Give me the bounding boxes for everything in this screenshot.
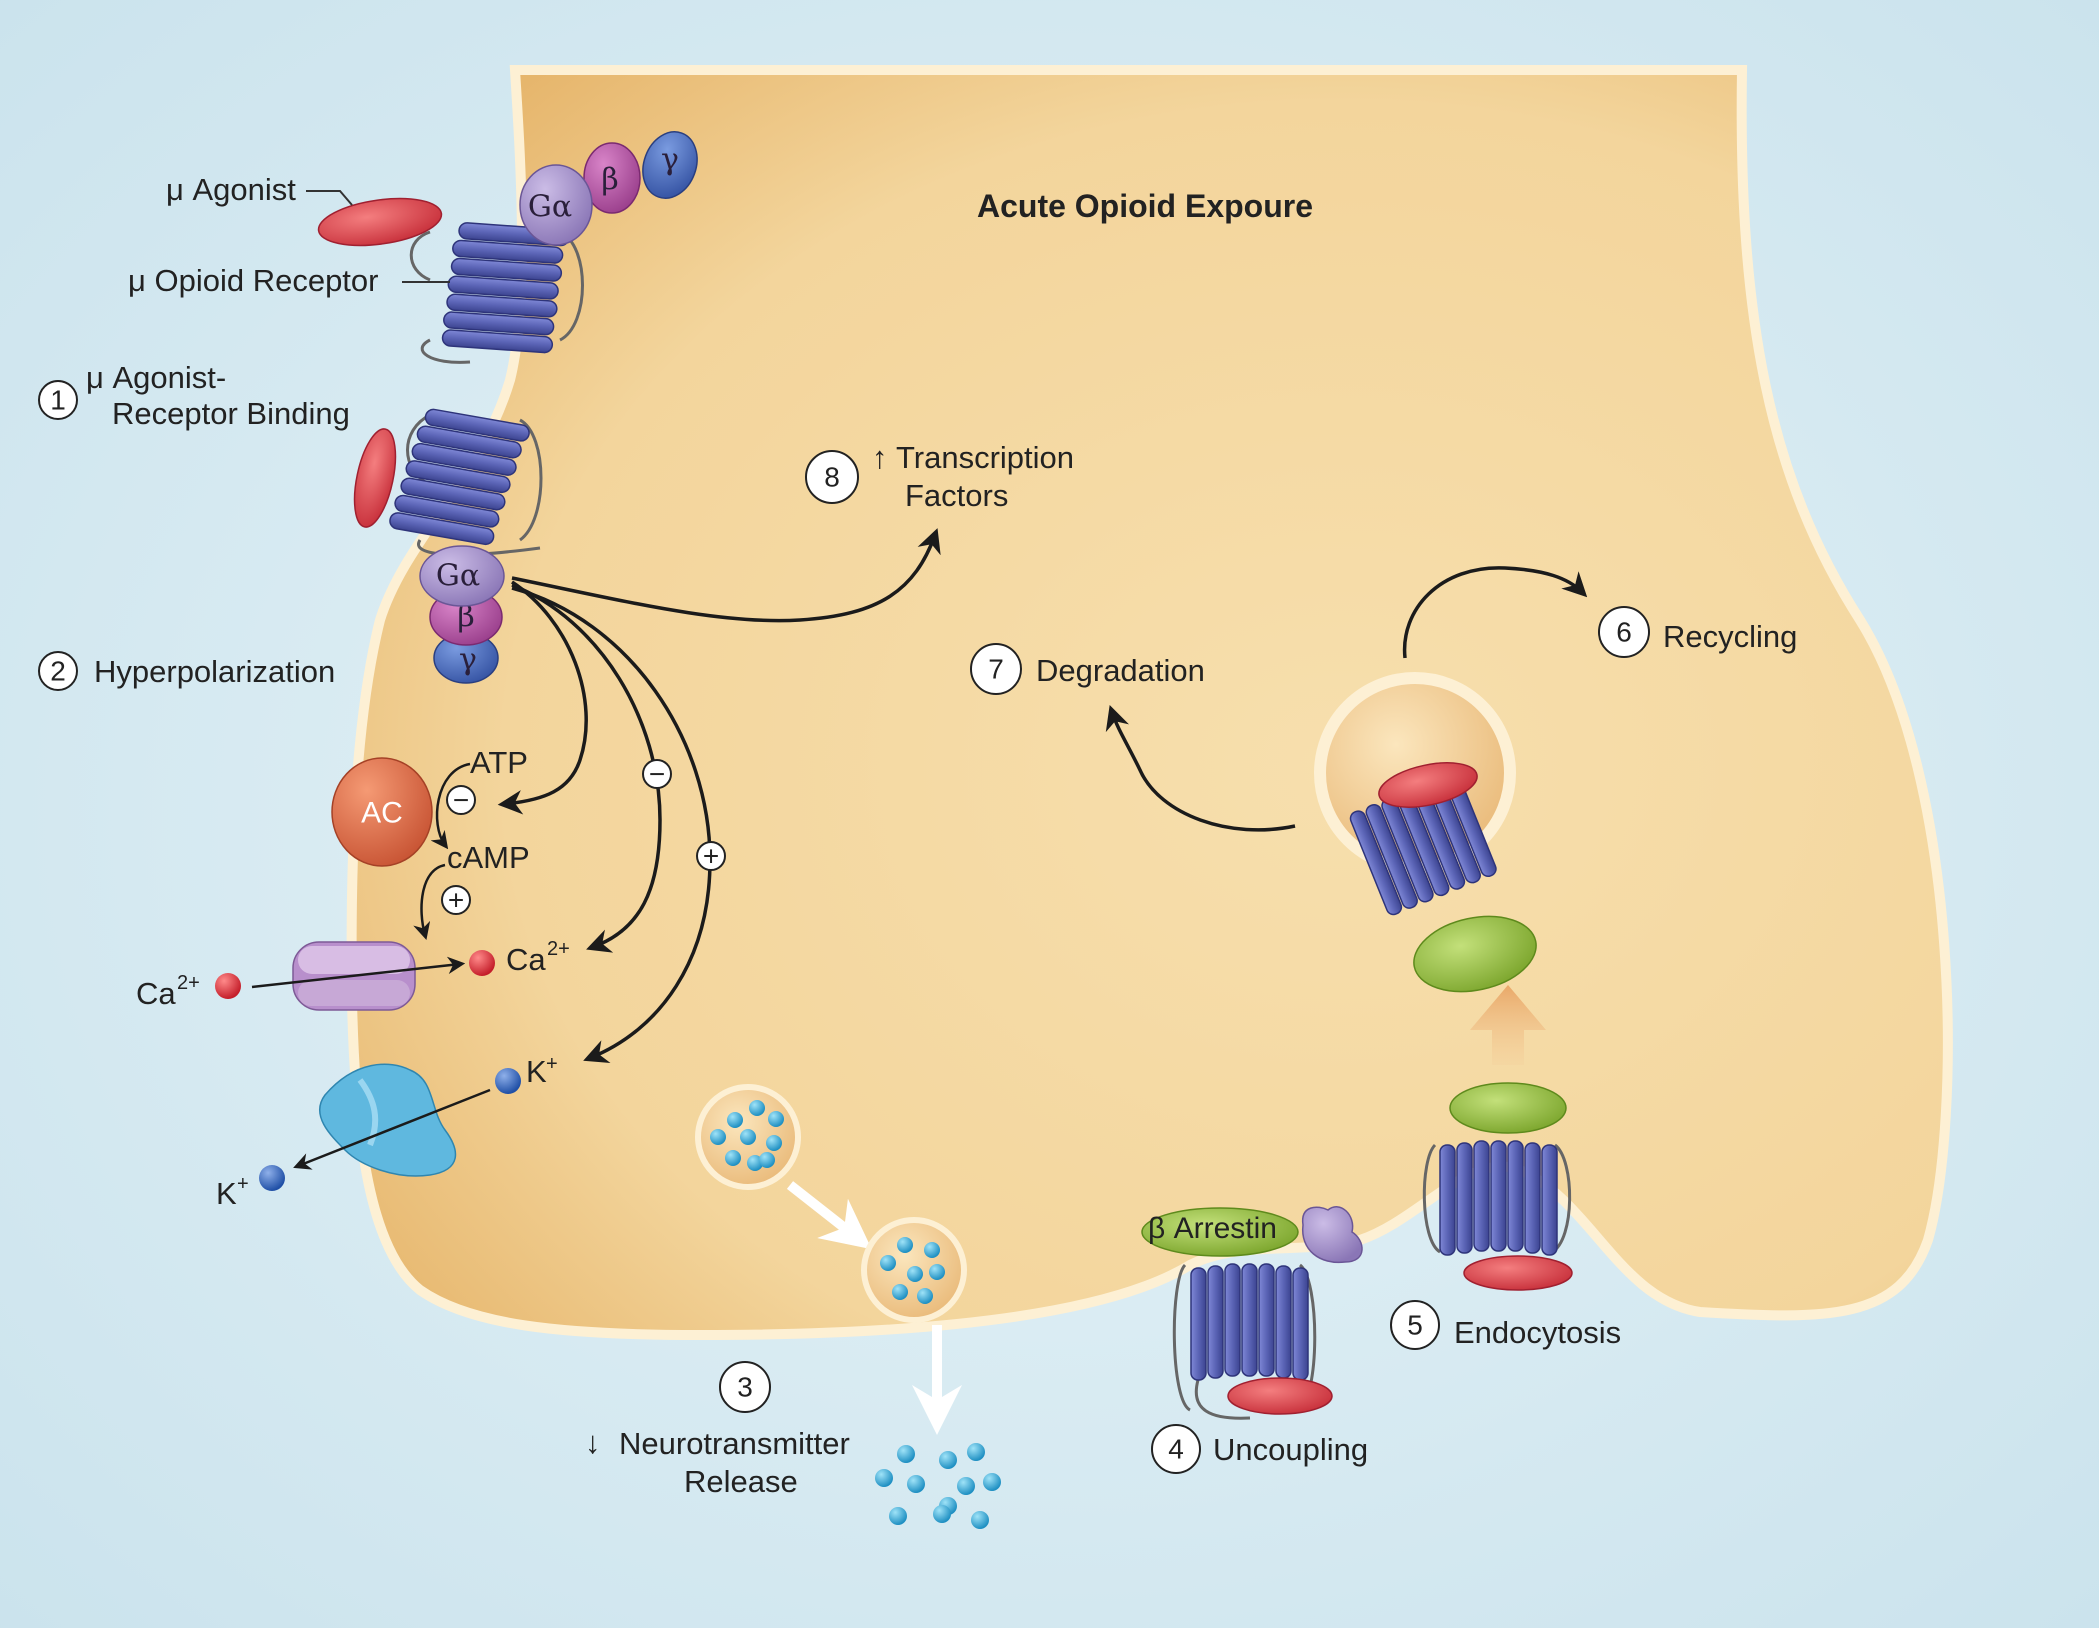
vesicle-move-arrow [786,1181,872,1250]
step-1: 1 μ Agonist- Receptor Binding [38,360,350,431]
svg-text:−: − [649,759,665,790]
released-neurotransmitter [875,1443,1001,1529]
ca-outside-label: Ca 2+ [136,972,200,1011]
svg-text:+: + [703,841,719,872]
ca-inhibit-sign [642,759,672,789]
neuron-terminal [346,65,1953,1341]
mu-opioid-receptor-top [409,222,584,364]
svg-text:+: + [237,1173,249,1195]
step-6: 6 Recycling [1598,606,1797,658]
mu-agonist-label: μ Agonist [166,172,296,207]
svg-text:Receptor Binding: Receptor Binding [112,396,350,431]
svg-text:1: 1 [50,385,66,416]
step-7: 7 Degradation [970,643,1205,695]
step-8: 8 ↑ Transcription Factors [805,440,1074,513]
svg-text:μ Agonist-: μ Agonist- [86,360,226,395]
svg-text:K: K [216,1176,237,1211]
g-beta-top [583,142,641,214]
uncoupled-receptor [1172,1263,1333,1420]
svg-text:2+: 2+ [177,972,200,994]
svg-text:↑: ↑ [872,440,888,475]
svg-text:8: 8 [824,462,840,493]
svg-text:Release: Release [684,1464,798,1499]
step-3: 3 ↓ Neurotransmitter Release [585,1361,850,1499]
svg-text:Neurotransmitter: Neurotransmitter [619,1426,850,1461]
svg-text:β Arrestin: β Arrestin [1148,1212,1277,1245]
g-alpha-bound [419,545,505,607]
svg-text:β: β [601,163,618,198]
camp-activate-sign [441,885,471,915]
arrow-to-ca [511,583,662,953]
vesicle-1 [695,1084,801,1190]
vesicle-2 [861,1217,967,1323]
svg-text:3: 3 [737,1372,753,1403]
adenylyl-cyclase [331,757,433,867]
mu-agonist [317,197,443,247]
arrow-to-transcription [511,528,941,623]
svg-text:γ: γ [459,643,477,678]
ca-inside-label: Ca 2+ [506,938,570,977]
g-protein-top: γ β Gα [519,131,698,246]
svg-text:↓: ↓ [585,1425,601,1460]
g-gamma-top [642,131,698,199]
svg-text:Uncoupling: Uncoupling [1213,1432,1368,1467]
ac-label: AC [361,797,403,830]
svg-text:K: K [526,1054,547,1089]
atp-inhibit-sign [446,785,476,815]
svg-text:7: 7 [988,654,1004,685]
mu-agonist-bound [353,428,397,528]
potassium-ion-outside [259,1165,285,1191]
svg-text:+: + [448,885,464,916]
svg-text:Transcription: Transcription [896,440,1074,475]
svg-text:Ca: Ca [136,976,176,1011]
step-5: 5 Endocytosis [1390,1300,1621,1350]
endocytosis-up-arrow [1470,985,1546,1065]
svg-text:6: 6 [1616,617,1632,648]
endosome [1314,672,1537,993]
svg-text:2: 2 [50,656,66,687]
k-inside-label: K + [526,1053,558,1089]
mu-opioid-receptor-label: μ Opioid Receptor [128,263,378,298]
arrow-to-atp [497,580,588,815]
step-2: 2 Hyperpolarization [38,651,335,691]
svg-text:β: β [457,600,474,635]
step-4: 4 Uncoupling [1151,1424,1368,1474]
arrow-to-degradation [1105,705,1296,832]
k-outside-label: K + [216,1173,249,1211]
svg-text:−: − [453,785,469,816]
svg-text:Ca: Ca [506,942,546,977]
svg-text:Endocytosis: Endocytosis [1454,1315,1621,1350]
svg-text:5: 5 [1407,1310,1423,1341]
calcium-ion-inside [469,950,495,976]
diagram-title: Acute Opioid Expoure [977,188,1313,224]
svg-text:Hyperpolarization: Hyperpolarization [94,654,335,689]
svg-text:Factors: Factors [905,478,1008,513]
g-protein-bound: γ β Gα [419,545,505,684]
mu-opioid-receptor-bound [353,408,543,557]
potassium-ion-inside [495,1068,521,1094]
beta-arrestin-uncoupling: β Arrestin [1141,1207,1299,1257]
arrow-to-recycling [1402,566,1588,659]
svg-text:γ: γ [661,143,679,178]
g-alpha-top [519,164,593,246]
svg-text:Degradation: Degradation [1036,653,1205,688]
detached-galpha [1302,1206,1363,1264]
svg-text:Gα: Gα [528,190,572,225]
svg-text:2+: 2+ [547,938,570,960]
endocytosing-receptor [1422,1082,1573,1291]
calcium-ion-outside [215,973,241,999]
camp-label: cAMP [447,840,530,875]
svg-text:Gα: Gα [436,559,480,594]
svg-text:+: + [546,1053,558,1075]
potassium-channel [318,1063,457,1177]
svg-text:4: 4 [1168,1434,1184,1465]
atp-label: ATP [470,745,528,780]
svg-text:Recycling: Recycling [1663,619,1797,654]
k-activate-sign [696,841,726,871]
